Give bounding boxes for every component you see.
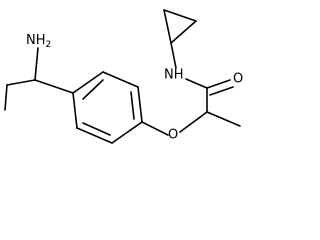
ring-bond-4 (111, 121, 143, 144)
amine-label-main: NH (26, 33, 46, 48)
atom-labels: NH2 NH O O (26, 33, 243, 143)
bond-ch-nh2 (34, 47, 39, 81)
carbonyl-double-1 (206, 79, 231, 89)
carbonyl-oxygen-label: O (233, 72, 243, 87)
ring-bond-6 (72, 92, 78, 129)
bond-ch-ring (34, 79, 74, 94)
ring-bond-1 (72, 71, 104, 94)
ring-double-2 (130, 91, 135, 120)
molecule-structure: NH2 NH O O (4, 9, 243, 144)
ring-double-1 (82, 79, 104, 100)
bond-carbonyl-n (185, 78, 208, 89)
bond-n-cyclopropyl (170, 42, 177, 69)
cyclopropyl-bond-2 (163, 9, 197, 22)
bond-ethyl-ch2 (6, 79, 36, 86)
ring-bond-3 (137, 86, 143, 123)
bonds (4, 9, 241, 144)
bond-ch-methyl (206, 111, 241, 127)
ether-oxygen-label: O (168, 128, 178, 143)
carbonyl-double-2 (209, 86, 234, 96)
cyclopropyl-bond-3 (170, 20, 197, 44)
ring-bond-5 (76, 127, 113, 144)
ring-double-3 (82, 122, 111, 136)
amine-label: NH2 (26, 33, 51, 50)
amine-label-subscript: 2 (46, 40, 52, 50)
amide-nh-label: NH (164, 68, 184, 83)
bond-o-ch (179, 111, 208, 133)
bond-ring-o (141, 121, 169, 136)
ring-bond-2 (102, 71, 139, 88)
bond-ethyl-ch3 (4, 84, 8, 111)
cyclopropyl-bond-1 (163, 9, 172, 44)
